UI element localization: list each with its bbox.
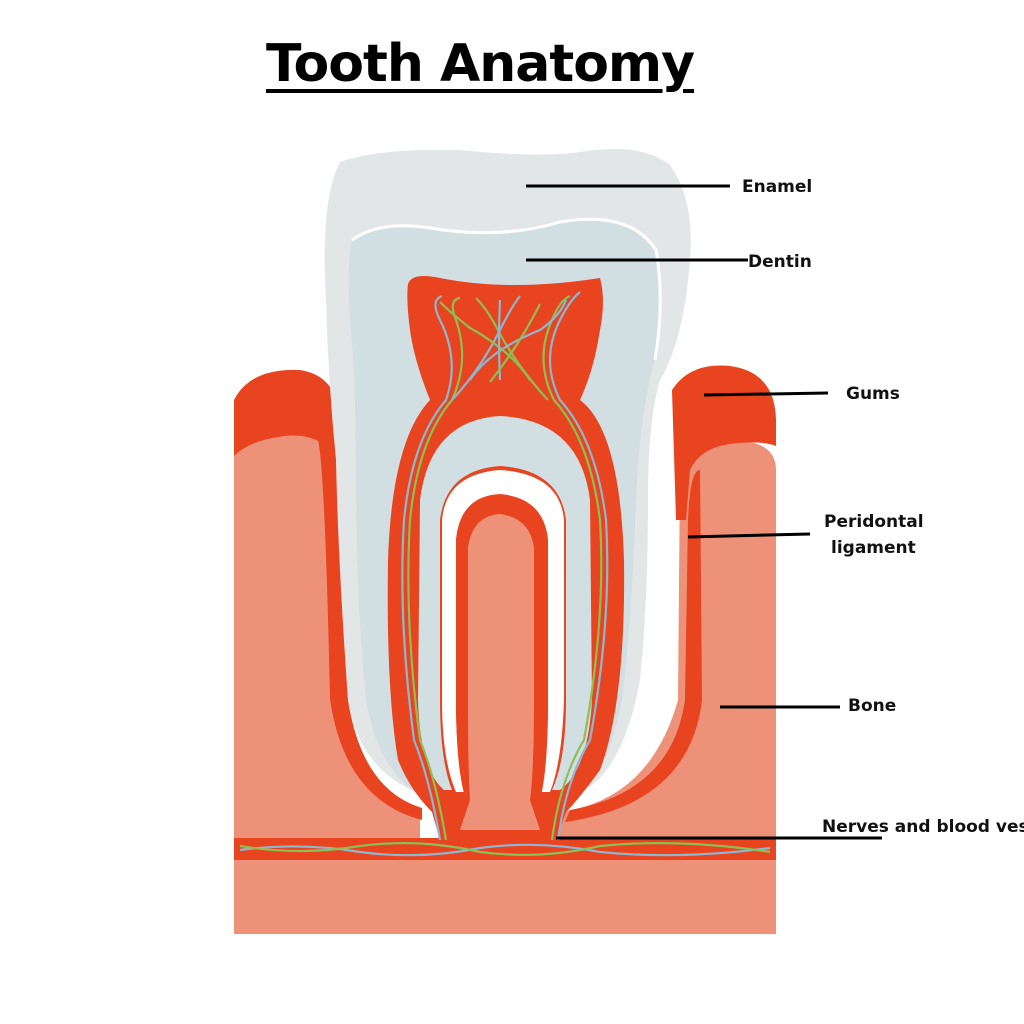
dentin-label: Dentin: [748, 252, 812, 272]
diagram-title: Tooth Anatomy: [265, 34, 695, 94]
inner-dentin: [418, 416, 592, 790]
interradicular-bone-core: [460, 514, 540, 830]
periodontal-label-line2: ligament: [831, 538, 916, 558]
bone-label: Bone: [848, 696, 896, 716]
dentin-enamel-junction: [351, 217, 662, 361]
nerves-and-vessels: [239, 291, 771, 857]
gums-label: Gums: [846, 384, 900, 404]
gums-leader: [703, 391, 829, 397]
gums-left: [234, 369, 340, 460]
enamel-label: Enamel: [742, 177, 812, 197]
gums-right: [672, 365, 776, 520]
periodontal-label-line1: Peridontal: [824, 512, 924, 532]
periodontal-leader: [687, 532, 811, 539]
periodontal-ligament: [318, 440, 422, 820]
nerve-canal: [234, 838, 776, 860]
root-gap: [442, 470, 564, 792]
bone: [234, 400, 776, 934]
nerves-label: Nerves and blood vess: [822, 817, 1024, 837]
